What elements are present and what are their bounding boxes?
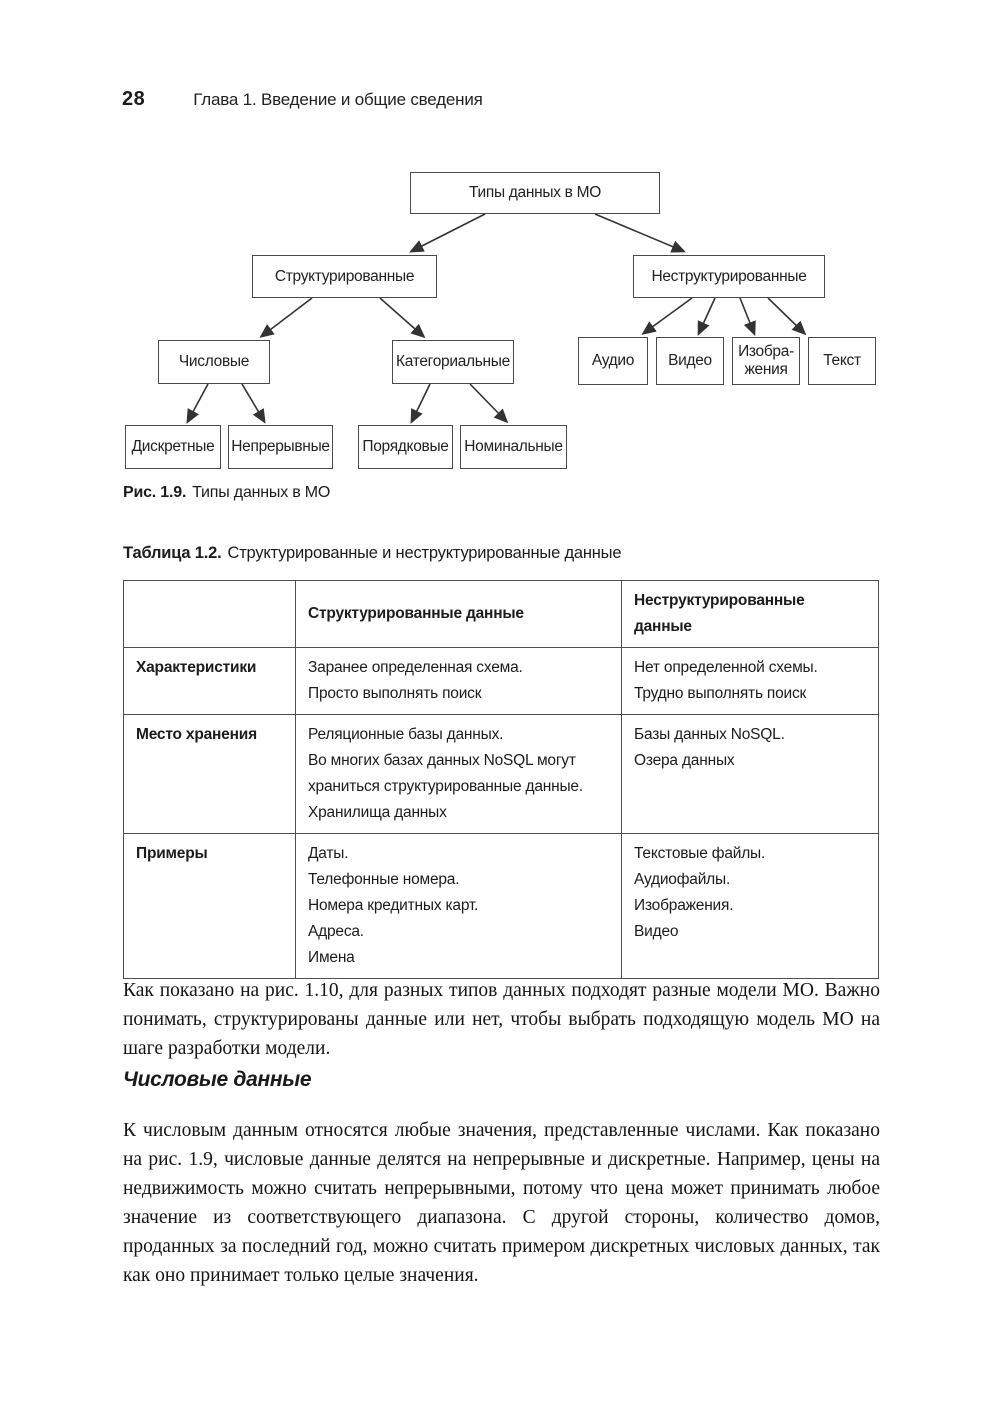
diagram-node-categorical: Категориальные xyxy=(392,340,514,384)
figure-caption: Рис. 1.9. Типы данных в МО xyxy=(123,484,330,502)
diagram-node-root: Типы данных в МО xyxy=(410,172,660,214)
figure-1-9-diagram: Типы данных в МО Структурированные Нестр… xyxy=(120,165,885,477)
paragraph-numeric-data: К числовым данным относятся любые значен… xyxy=(123,1120,880,1286)
diagram-node-continuous: Непрерывные xyxy=(228,425,333,469)
table-row: Примеры Даты. Телефонные номера. Номера … xyxy=(123,833,879,979)
diagram-node-structured: Структурированные xyxy=(252,255,437,298)
diagram-node-ordinal: Порядковые xyxy=(358,425,453,469)
diagram-node-numeric: Числовые xyxy=(158,340,270,384)
row-label-examples: Примеры xyxy=(123,833,296,979)
table-header-unstructured: Неструктурированные данные xyxy=(621,580,879,648)
diagram-arrows xyxy=(186,213,807,424)
table-row: Место хранения Реляционные базы данных. … xyxy=(123,714,879,834)
cell-examples-structured: Даты. Телефонные номера. Номера кредитны… xyxy=(308,845,479,966)
data-table: Структурированные данные Неструктурирова… xyxy=(123,580,879,979)
row-label-characteristics: Характеристики xyxy=(123,647,296,715)
running-head: 28 Глава 1. Введение и общие сведения xyxy=(122,88,483,111)
diagram-node-video: Видео xyxy=(656,337,724,385)
diagram-node-discrete: Дискретные xyxy=(125,425,221,469)
cell-examples-unstructured: Текстовые файлы. Аудиофайлы. Изображения… xyxy=(634,845,766,940)
cell-storage-unstructured: Базы данных NoSQL. Озера данных xyxy=(634,726,785,769)
paragraph-models: Как показано на рис. 1.10, для разных ти… xyxy=(123,980,880,1059)
table-caption-label: Таблица 1.2. xyxy=(123,544,222,562)
diagram-node-text: Текст xyxy=(808,337,876,385)
table-row: Характеристики Заранее определенная схем… xyxy=(123,647,879,715)
diagram-node-images: Изобра- жения xyxy=(732,337,800,385)
diagram-node-audio: Аудио xyxy=(578,337,648,385)
table-header-row: Структурированные данные Неструктурирова… xyxy=(123,580,879,648)
table-header-empty xyxy=(123,580,296,648)
page-number: 28 xyxy=(122,88,146,110)
cell-characteristics-structured: Заранее определенная схема. Просто выпол… xyxy=(308,659,523,702)
row-label-storage: Место хранения xyxy=(123,714,296,834)
diagram-node-nominal: Номинальные xyxy=(460,425,567,469)
figure-caption-label: Рис. 1.9. xyxy=(123,484,187,501)
cell-characteristics-unstructured: Нет определенной схемы. Трудно выполнять… xyxy=(634,659,818,702)
cell-storage-structured: Реляционные базы данных. Во многих базах… xyxy=(308,726,583,821)
table-caption-text: Структурированные и неструктурированные … xyxy=(227,544,622,562)
table-header-structured: Структурированные данные xyxy=(295,580,622,648)
figure-caption-text: Типы данных в МО xyxy=(192,484,331,501)
table-caption: Таблица 1.2. Структурированные и неструкт… xyxy=(123,544,622,563)
section-heading-numeric-data: Числовые данные xyxy=(123,1068,312,1091)
chapter-title: Глава 1. Введение и общие сведения xyxy=(193,90,483,109)
diagram-node-unstructured: Неструктурированные xyxy=(633,255,825,298)
